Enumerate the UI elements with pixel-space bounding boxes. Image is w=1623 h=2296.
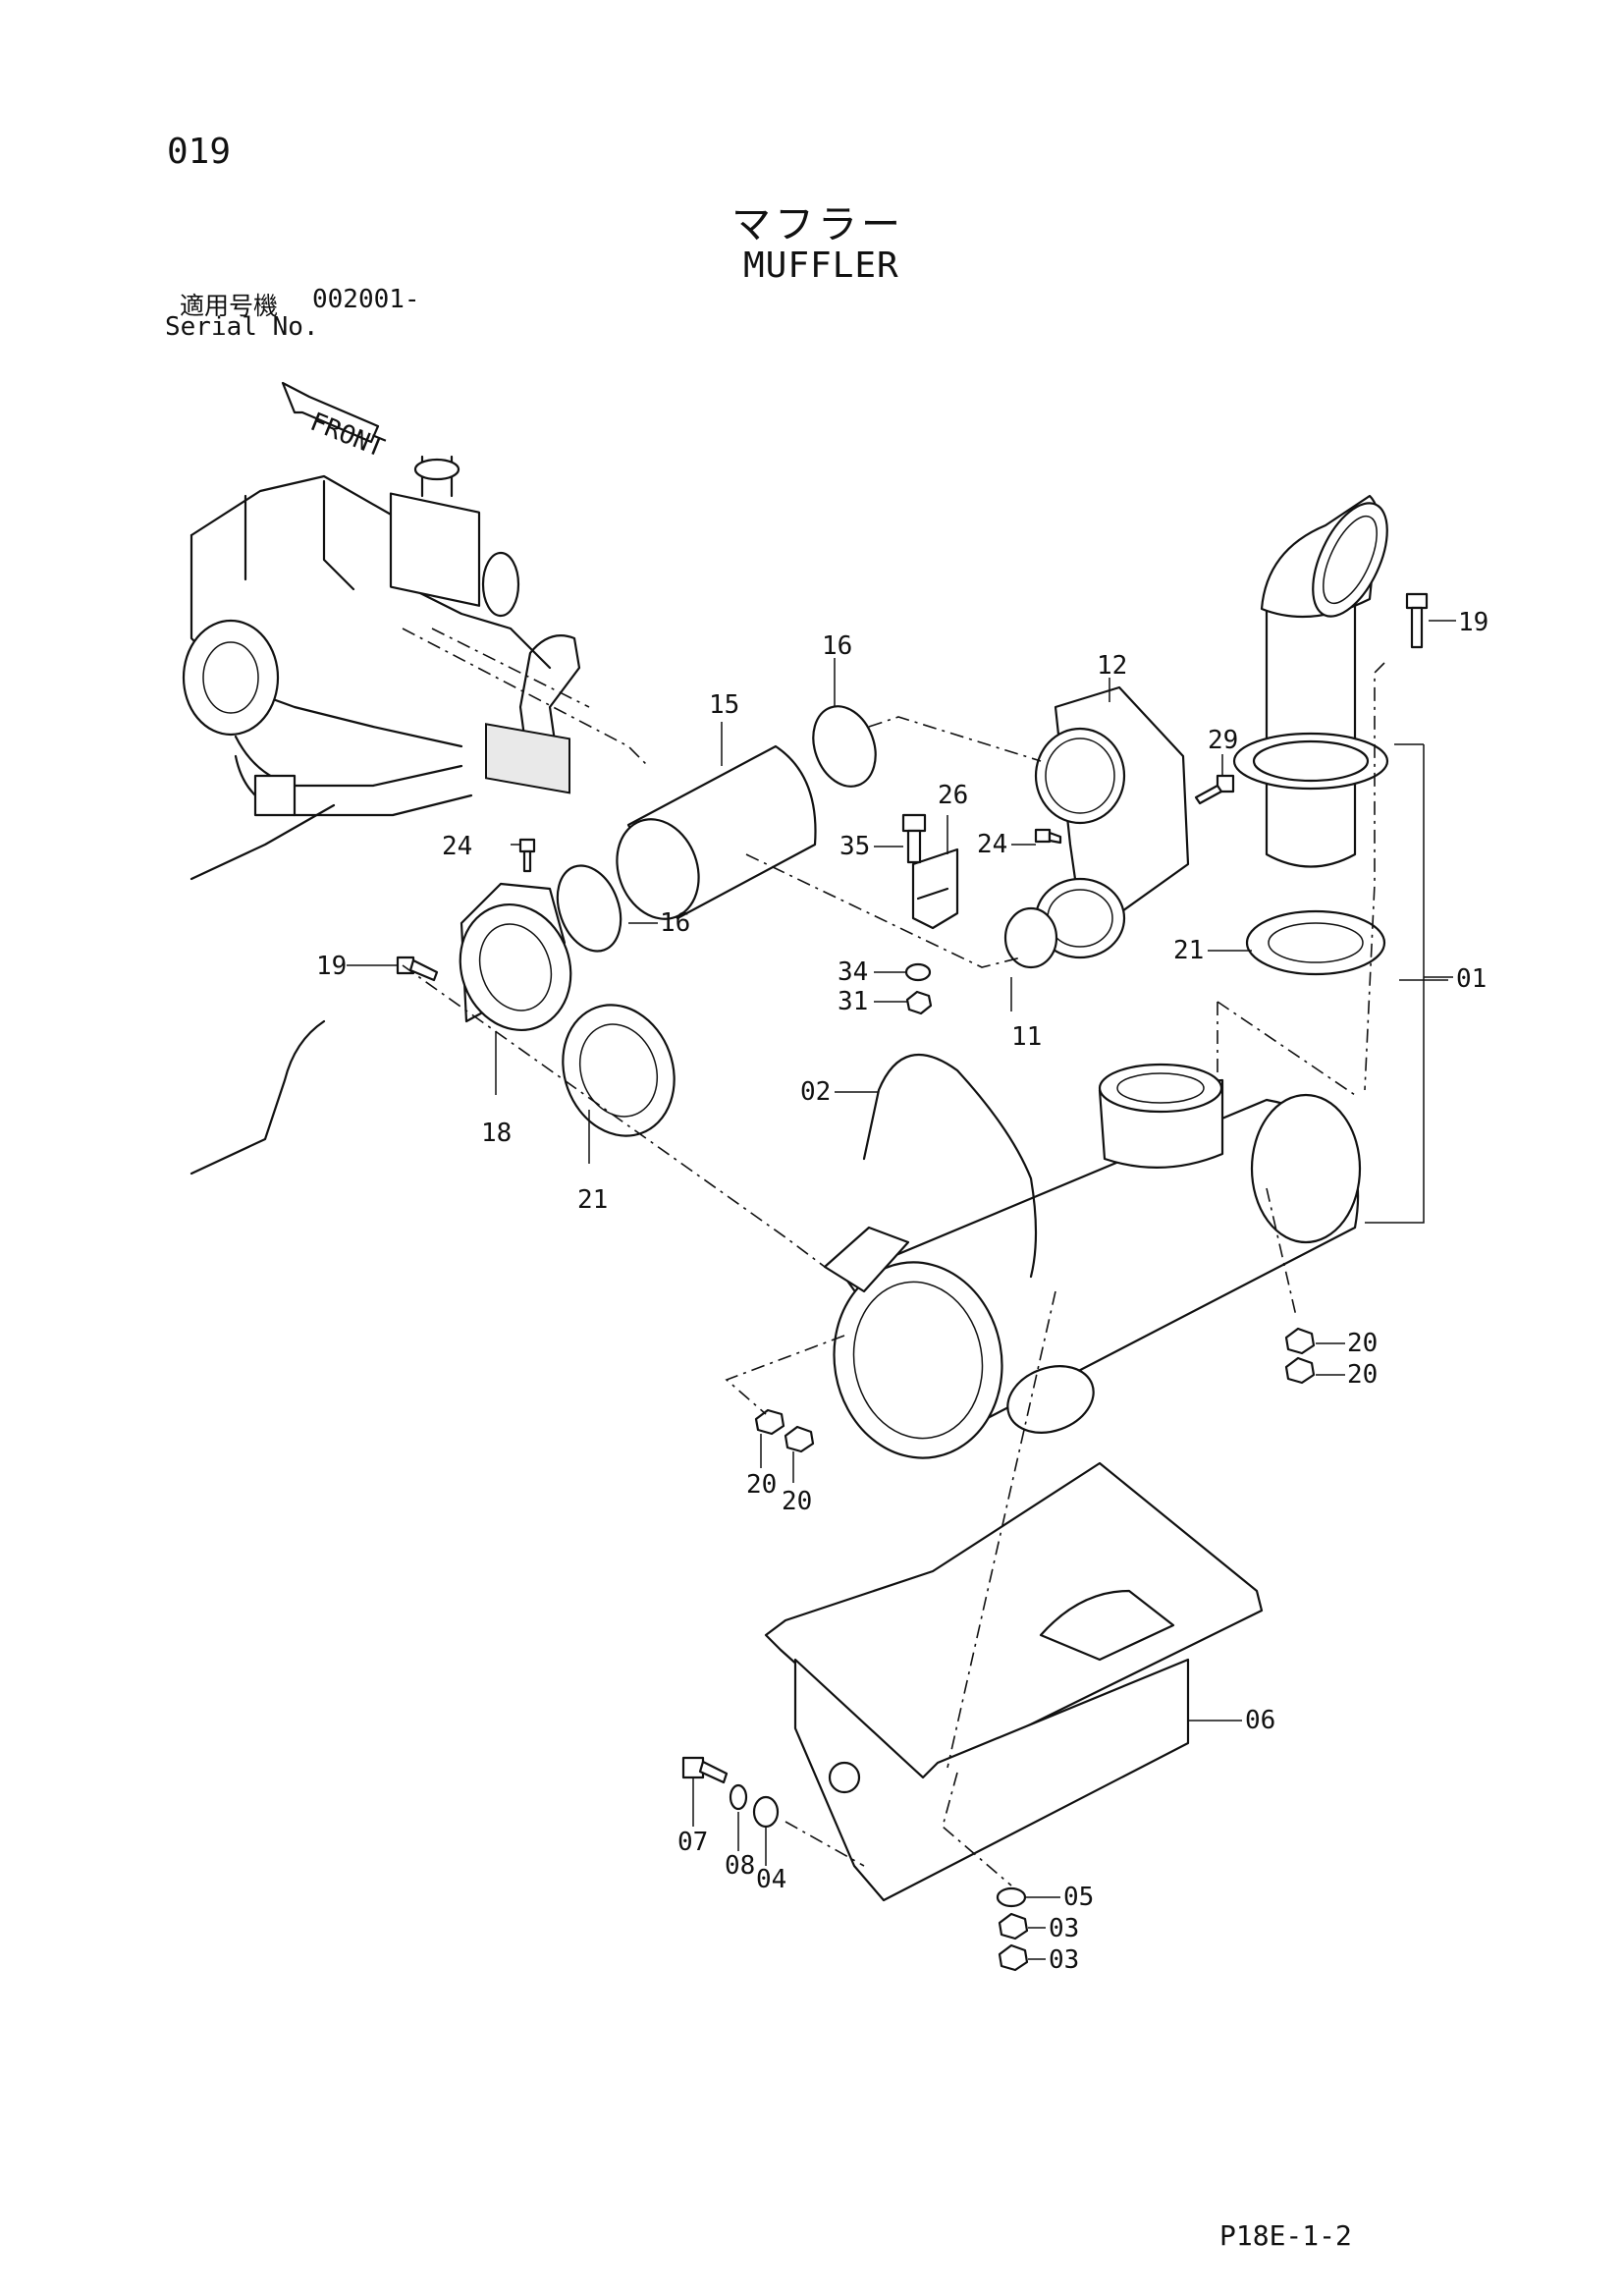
callout-18: 18 bbox=[481, 1119, 512, 1148]
callout-34: 34 bbox=[838, 957, 868, 987]
nut-03-b bbox=[998, 1943, 1029, 1972]
callout-35: 35 bbox=[839, 832, 870, 861]
flange-bracket bbox=[459, 882, 572, 1032]
callout-29: 29 bbox=[1208, 726, 1238, 755]
bolt-24-right bbox=[1034, 828, 1062, 845]
page-code: P18E-1-2 bbox=[1219, 2219, 1352, 2252]
callout-24-left: 24 bbox=[442, 832, 472, 861]
callout-16-top: 16 bbox=[822, 631, 852, 661]
muffler-body bbox=[823, 1063, 1362, 1459]
bolt-29 bbox=[1194, 774, 1235, 805]
gasket-right bbox=[1245, 909, 1386, 976]
muffler-cover bbox=[764, 1461, 1264, 1902]
front-label: FRONT bbox=[306, 408, 389, 464]
callout-04: 04 bbox=[756, 1865, 786, 1894]
engine-outline bbox=[182, 455, 581, 1175]
callout-08: 08 bbox=[725, 1851, 755, 1881]
drain-pipe bbox=[862, 1054, 1038, 1279]
callout-20-b: 20 bbox=[1347, 1360, 1378, 1390]
callout-15: 15 bbox=[709, 690, 739, 720]
title-english: MUFFLER bbox=[743, 246, 899, 286]
tail-pipe bbox=[1232, 494, 1389, 868]
callout-21-left: 21 bbox=[577, 1185, 608, 1215]
washer-04 bbox=[752, 1795, 780, 1829]
callout-24-right: 24 bbox=[977, 830, 1007, 859]
callout-31: 31 bbox=[838, 987, 868, 1016]
bellows-pipe bbox=[616, 744, 817, 920]
callout-05: 05 bbox=[1063, 1883, 1094, 1912]
front-arrow-icon: FRONT bbox=[281, 381, 389, 464]
clamp bbox=[1003, 906, 1058, 969]
callout-11: 11 bbox=[1011, 1022, 1042, 1052]
nut-03-a bbox=[998, 1912, 1029, 1941]
serial-label-english: Serial No. bbox=[165, 312, 319, 342]
bolt-07 bbox=[681, 1756, 729, 1784]
washer-34 bbox=[904, 962, 932, 982]
gasket-ring-left bbox=[556, 864, 622, 953]
callout-20-c: 20 bbox=[746, 1470, 777, 1500]
assembly-lines bbox=[402, 628, 1385, 1886]
callout-06: 06 bbox=[1245, 1706, 1275, 1735]
page-number: 019 bbox=[167, 132, 232, 172]
serial-number-value: 002001- bbox=[312, 285, 420, 314]
bracket-26 bbox=[911, 847, 959, 930]
washer-05 bbox=[996, 1886, 1027, 1908]
nut-20-a bbox=[1284, 1327, 1316, 1355]
bolt-24-left bbox=[518, 838, 536, 873]
serial-label-japanese: 適用号機 bbox=[180, 292, 279, 320]
callout-01: 01 bbox=[1456, 964, 1487, 994]
callout-20-a: 20 bbox=[1347, 1329, 1378, 1358]
callout-19-right: 19 bbox=[1458, 608, 1488, 637]
callout-07: 07 bbox=[677, 1828, 708, 1857]
callouts: 19 01 21 12 29 11 16 15 16 24 24 26 35 3… bbox=[316, 608, 1488, 1975]
callout-19-left: 19 bbox=[316, 952, 347, 981]
callout-03-b: 03 bbox=[1049, 1945, 1079, 1975]
nut-20-c bbox=[754, 1408, 785, 1436]
nut-20-b bbox=[1284, 1356, 1316, 1385]
leader-lines bbox=[347, 620, 1456, 1960]
bolt-19-left bbox=[396, 956, 439, 982]
nut-31 bbox=[905, 990, 933, 1015]
lock-washer-08 bbox=[729, 1783, 748, 1811]
callout-02: 02 bbox=[800, 1077, 831, 1107]
gasket-ring-top bbox=[812, 705, 877, 788]
bolt-19-right bbox=[1405, 592, 1429, 649]
nut-20-d bbox=[784, 1425, 815, 1453]
gasket-left bbox=[562, 1004, 676, 1137]
callout-16-left: 16 bbox=[660, 908, 690, 938]
exhaust-pipe-elbow bbox=[1034, 685, 1190, 959]
callout-21-right: 21 bbox=[1173, 936, 1204, 965]
title-japanese: マフラー bbox=[731, 202, 904, 247]
callout-12: 12 bbox=[1097, 651, 1127, 681]
callout-03-a: 03 bbox=[1049, 1914, 1079, 1943]
callout-26: 26 bbox=[938, 781, 968, 810]
bolt-35 bbox=[901, 813, 927, 864]
callout-20-d: 20 bbox=[782, 1487, 812, 1516]
